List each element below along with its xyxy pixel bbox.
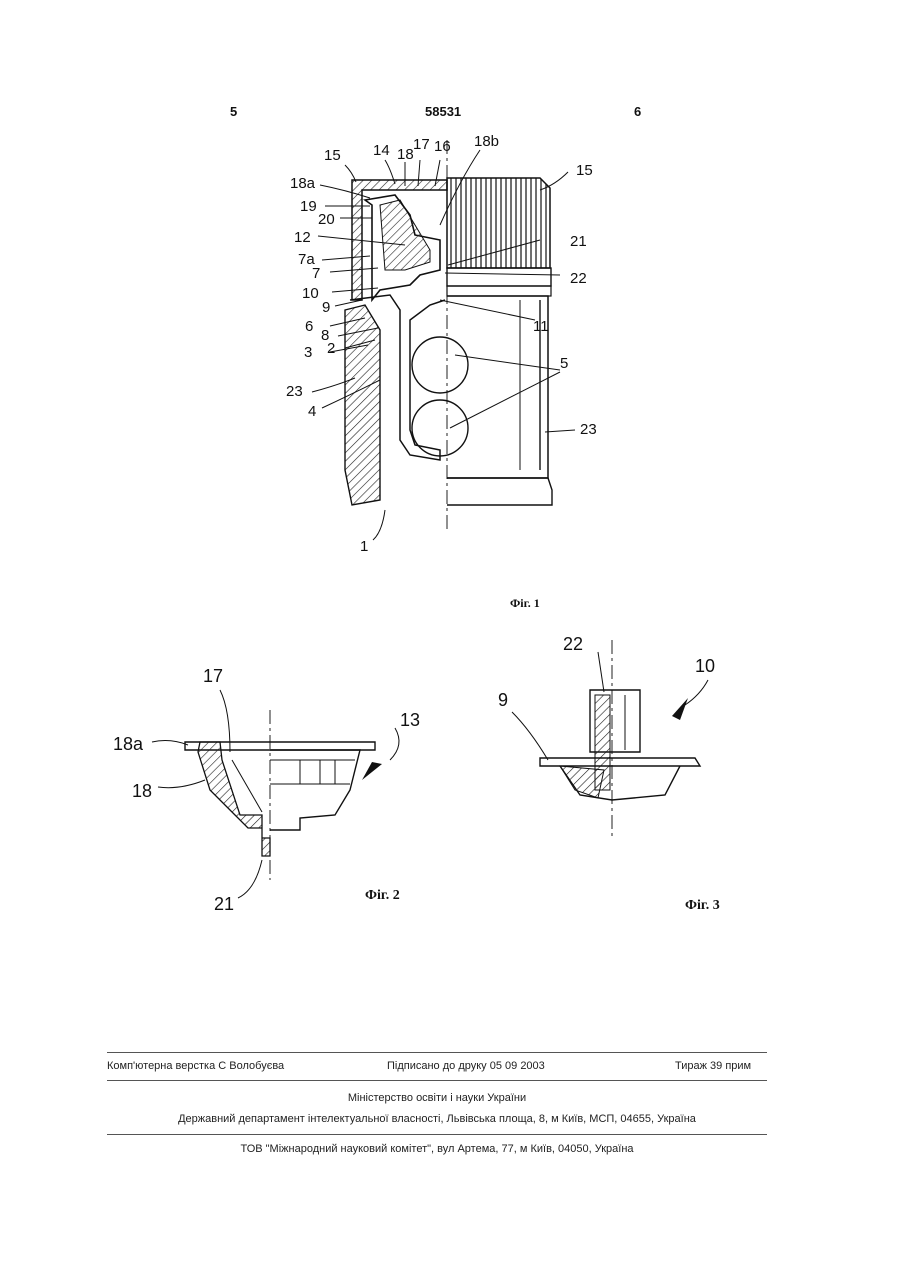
fig1-label: 18b bbox=[474, 133, 499, 150]
fig1-label: 10 bbox=[302, 285, 319, 302]
fig1-caption: Фіг. 1 bbox=[510, 596, 540, 611]
fig1-label: 16 bbox=[434, 138, 451, 155]
fig2-label: 17 bbox=[203, 666, 223, 686]
fig3-label: 22 bbox=[563, 634, 583, 654]
circulation: Тираж 39 прим bbox=[675, 1060, 751, 1072]
figure-2-drawing: 17 13 18a 18 21 bbox=[100, 650, 440, 920]
fig1-label: 22 bbox=[570, 270, 587, 287]
fig2-label: 21 bbox=[214, 894, 234, 914]
ministry-line: Міністерство освіти і науки України bbox=[107, 1092, 767, 1104]
publisher-line: ТОВ "Міжнародний науковий комітет", вул … bbox=[107, 1143, 767, 1155]
footer-rule-top bbox=[107, 1052, 767, 1053]
fig3-label: 9 bbox=[498, 690, 508, 710]
fig2-caption: Фіг. 2 bbox=[365, 888, 400, 904]
fig1-label: 18 bbox=[397, 146, 414, 163]
fig1-label: 7 bbox=[312, 265, 320, 282]
fig2-label: 13 bbox=[400, 710, 420, 730]
typesetting-credit: Комп'ютерна верстка С Волобуєва bbox=[107, 1060, 284, 1072]
fig2-label: 18 bbox=[132, 781, 152, 801]
fig1-label: 23 bbox=[580, 421, 597, 438]
patent-number: 58531 bbox=[425, 104, 461, 119]
fig1-label: 14 bbox=[373, 142, 390, 159]
fig1-label: 4 bbox=[308, 403, 316, 420]
fig1-label: 1 bbox=[360, 538, 368, 555]
fig1-label: 3 bbox=[304, 344, 312, 361]
fig3-label: 10 bbox=[695, 656, 715, 676]
fig1-label: 17 bbox=[413, 136, 430, 153]
fig1-label: 18a bbox=[290, 175, 316, 192]
fig1-label: 5 bbox=[560, 355, 568, 372]
fig1-label: 21 bbox=[570, 233, 587, 250]
page-number-left: 5 bbox=[230, 104, 237, 119]
fig3-caption: Фіг. 3 bbox=[685, 898, 720, 914]
fig1-label: 6 bbox=[305, 318, 313, 335]
fig1-label: 15 bbox=[324, 147, 341, 164]
department-line: Державний департамент інтелектуальної вл… bbox=[107, 1113, 767, 1125]
fig1-label: 11 bbox=[533, 318, 549, 335]
fig1-label: 23 bbox=[286, 383, 303, 400]
fig1-label: 2 bbox=[327, 340, 335, 357]
fig2-label: 18a bbox=[113, 734, 144, 754]
page-number-right: 6 bbox=[634, 104, 641, 119]
figure-3-drawing: 22 10 9 bbox=[480, 620, 760, 850]
footer-rule-middle bbox=[107, 1080, 767, 1081]
fig1-label: 12 bbox=[294, 229, 311, 246]
fig1-label: 15 bbox=[576, 162, 593, 179]
figure-1-drawing: 15 14 18 17 16 18b 15 18a 19 20 21 12 7a… bbox=[270, 130, 630, 560]
fig1-label: 20 bbox=[318, 211, 335, 228]
fig1-label: 9 bbox=[322, 299, 330, 316]
fig1-label: 19 bbox=[300, 198, 317, 215]
signed-date: Підписано до друку 05 09 2003 bbox=[387, 1060, 545, 1072]
footer-rule-bottom bbox=[107, 1134, 767, 1135]
